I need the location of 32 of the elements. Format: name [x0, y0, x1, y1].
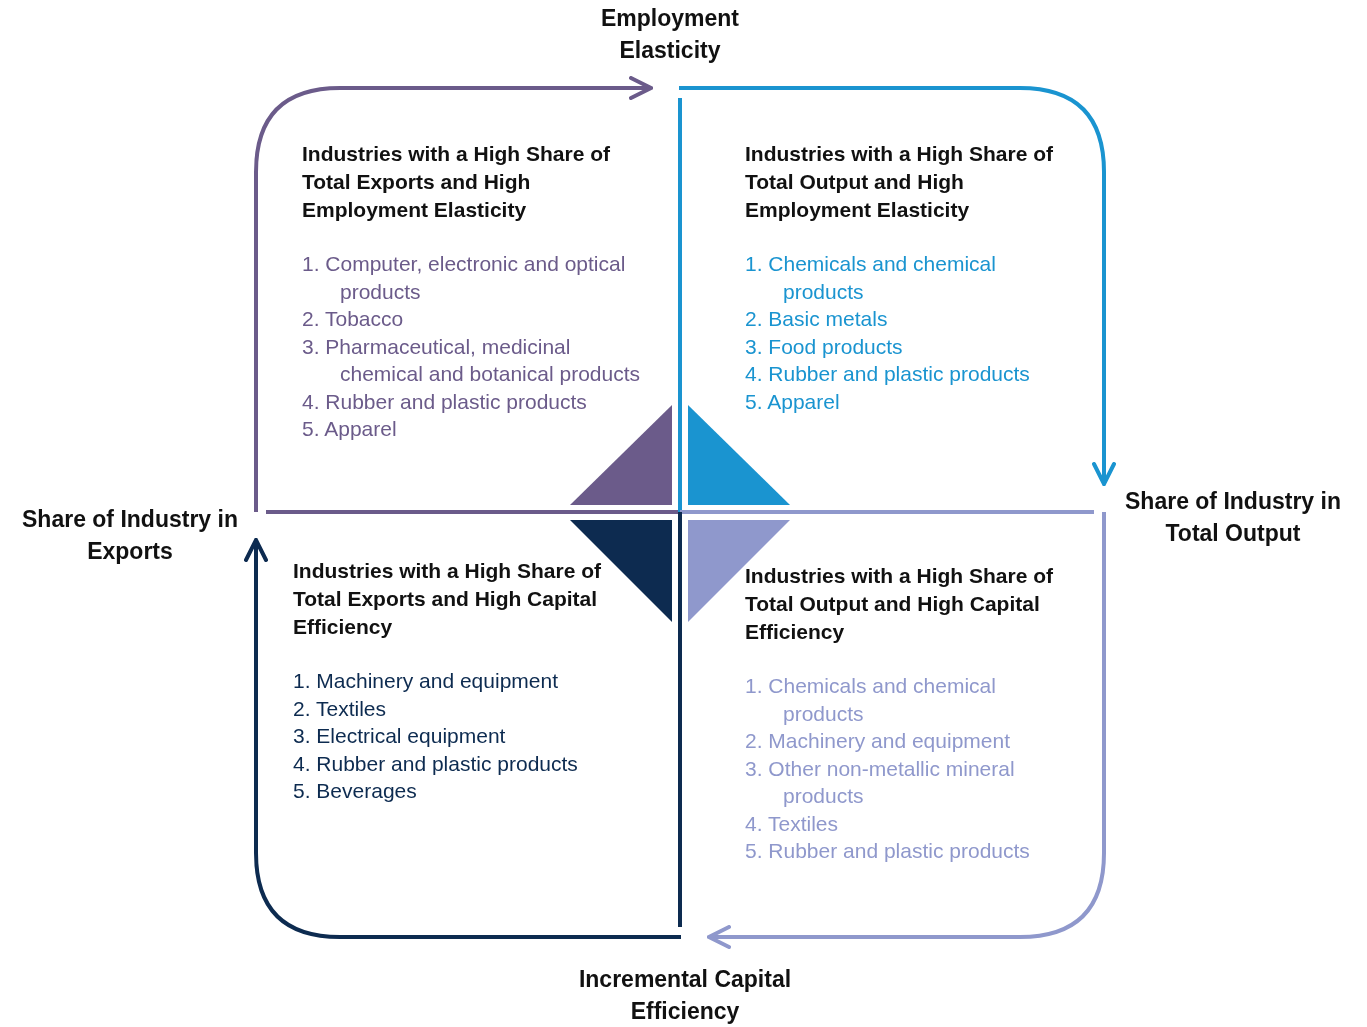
list-item: 3. Electrical equipment: [293, 723, 507, 749]
list-item: 2. Machinery and equipment: [745, 728, 1011, 754]
list-item: 4. Textiles: [745, 810, 839, 837]
list-item: 4. Rubber and plastic products: [302, 388, 588, 415]
cycle-arrow: [254, 76, 653, 512]
list-item: 5. Rubber and plastic products: [745, 838, 1031, 864]
list-item: 1. Chemicals and chemical products: [745, 673, 997, 727]
list-item: 3. Pharmaceutical, medicinal chemical and botanical products: [302, 333, 641, 387]
list-item: 3. Other non-metallic mineral products: [745, 755, 1016, 809]
list-item: 1. Computer, electronic and optical products: [302, 251, 627, 305]
cycle-arrow: [707, 512, 1106, 949]
list-item: 5. Apparel: [302, 416, 398, 442]
list-item: 2. Tobacco: [302, 306, 405, 332]
quadrant-heading: Industries with a High Share of Total Output and High Employment Elasticity: [745, 141, 1055, 223]
list-item: 2. Textiles: [293, 695, 387, 722]
list-item: 5. Apparel: [745, 388, 841, 415]
quadrant-heading: Industries with a High Share of Total Output and High Capital Efficiency: [745, 563, 1055, 645]
list-item: 1. Chemicals and chemical products: [745, 251, 997, 305]
quadrant-heading: Industries with a High Share of Total Exports and High Employment Elasticity: [302, 141, 612, 223]
list-item: 3. Food products: [745, 333, 904, 360]
list-item: 1. Machinery and equipment: [293, 668, 559, 694]
axis-label: Incremental Capital Efficiency: [550, 937, 820, 1025]
axis-label: Share of Industry in Total Output: [1104, 480, 1362, 555]
list-item: 5. Beverages: [293, 778, 418, 804]
axis-label: Share of Industry in Exports: [4, 503, 256, 575]
list-item: 4. Rubber and plastic products: [745, 361, 1031, 387]
cycle-arrow: [679, 86, 1116, 486]
list-item: 4. Rubber and plastic products: [293, 750, 579, 777]
list-item: 2. Basic metals: [745, 306, 889, 332]
cycle-arrow: [244, 538, 681, 939]
quadrant-heading: Industries with a High Share of Total Exports and High Capital Efficiency: [293, 558, 603, 640]
axis-label: Employment Elasticity: [585, 2, 755, 88]
